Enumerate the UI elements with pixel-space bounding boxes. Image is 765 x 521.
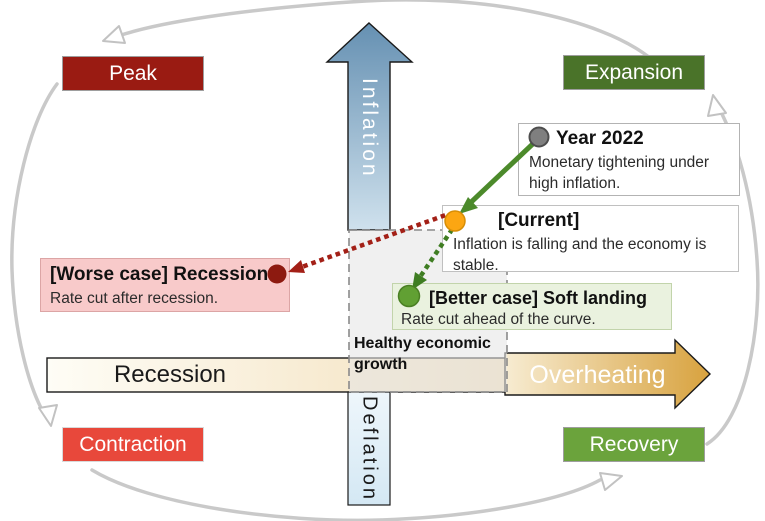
cycle-arrowhead-topleft-icon <box>102 25 126 44</box>
annotation-better-case-title: [Better case] Soft landing <box>429 288 648 308</box>
annotation-better-case: [Better case] Soft landing Rate cut ahea… <box>392 283 672 330</box>
cycle-arrowhead-topright-icon <box>707 94 727 117</box>
annotation-better-case-body: Rate cut ahead of the curve. <box>401 311 596 328</box>
axis-label-inflation: Inflation <box>358 78 381 179</box>
quadrant-expansion-label: Expansion <box>584 60 684 84</box>
annotation-worse-case-title: [Worse case] Recession <box>50 264 269 285</box>
annotation-year-2022: Year 2022 Monetary tightening under high… <box>518 123 740 196</box>
cycle-arrowheads <box>38 25 727 491</box>
quadrant-peak: Peak <box>62 56 204 91</box>
cycle-arrowhead-bottomright-icon <box>599 472 623 491</box>
overheating-arrow <box>504 338 712 410</box>
quadrant-recovery: Recovery <box>563 427 705 462</box>
annotation-worse-case-body: Rate cut after recession. <box>50 290 218 307</box>
axis-label-overheating: Overheating <box>529 360 666 389</box>
healthy-zone-label: Healthy economic growth <box>354 335 491 373</box>
quadrant-contraction-label: Contraction <box>79 432 187 456</box>
cycle-curve-top <box>106 0 652 60</box>
annotation-year-2022-body: Monetary tightening under high inflation… <box>529 154 710 192</box>
annotation-current: [Current] Inflation is falling and the e… <box>442 205 739 274</box>
quadrant-peak-label: Peak <box>109 61 157 85</box>
annotation-current-title: [Current] <box>498 210 580 231</box>
axis-label-recession: Recession <box>113 361 227 388</box>
quadrant-expansion: Expansion <box>563 55 705 90</box>
cycle-curve-left <box>10 82 59 422</box>
quadrant-contraction: Contraction <box>62 427 204 462</box>
axis-label-deflation: Deflation <box>358 396 381 502</box>
cycle-curve-bottom <box>90 468 602 521</box>
quadrant-recovery-label: Recovery <box>589 432 679 456</box>
annotation-current-body: Inflation is falling and the economy is … <box>453 236 707 274</box>
annotation-worse-case: [Worse case] Recession Rate cut after re… <box>40 258 290 312</box>
cycle-arrowhead-bottomleft-icon <box>38 404 58 427</box>
annotation-year-2022-title: Year 2022 <box>556 128 644 149</box>
